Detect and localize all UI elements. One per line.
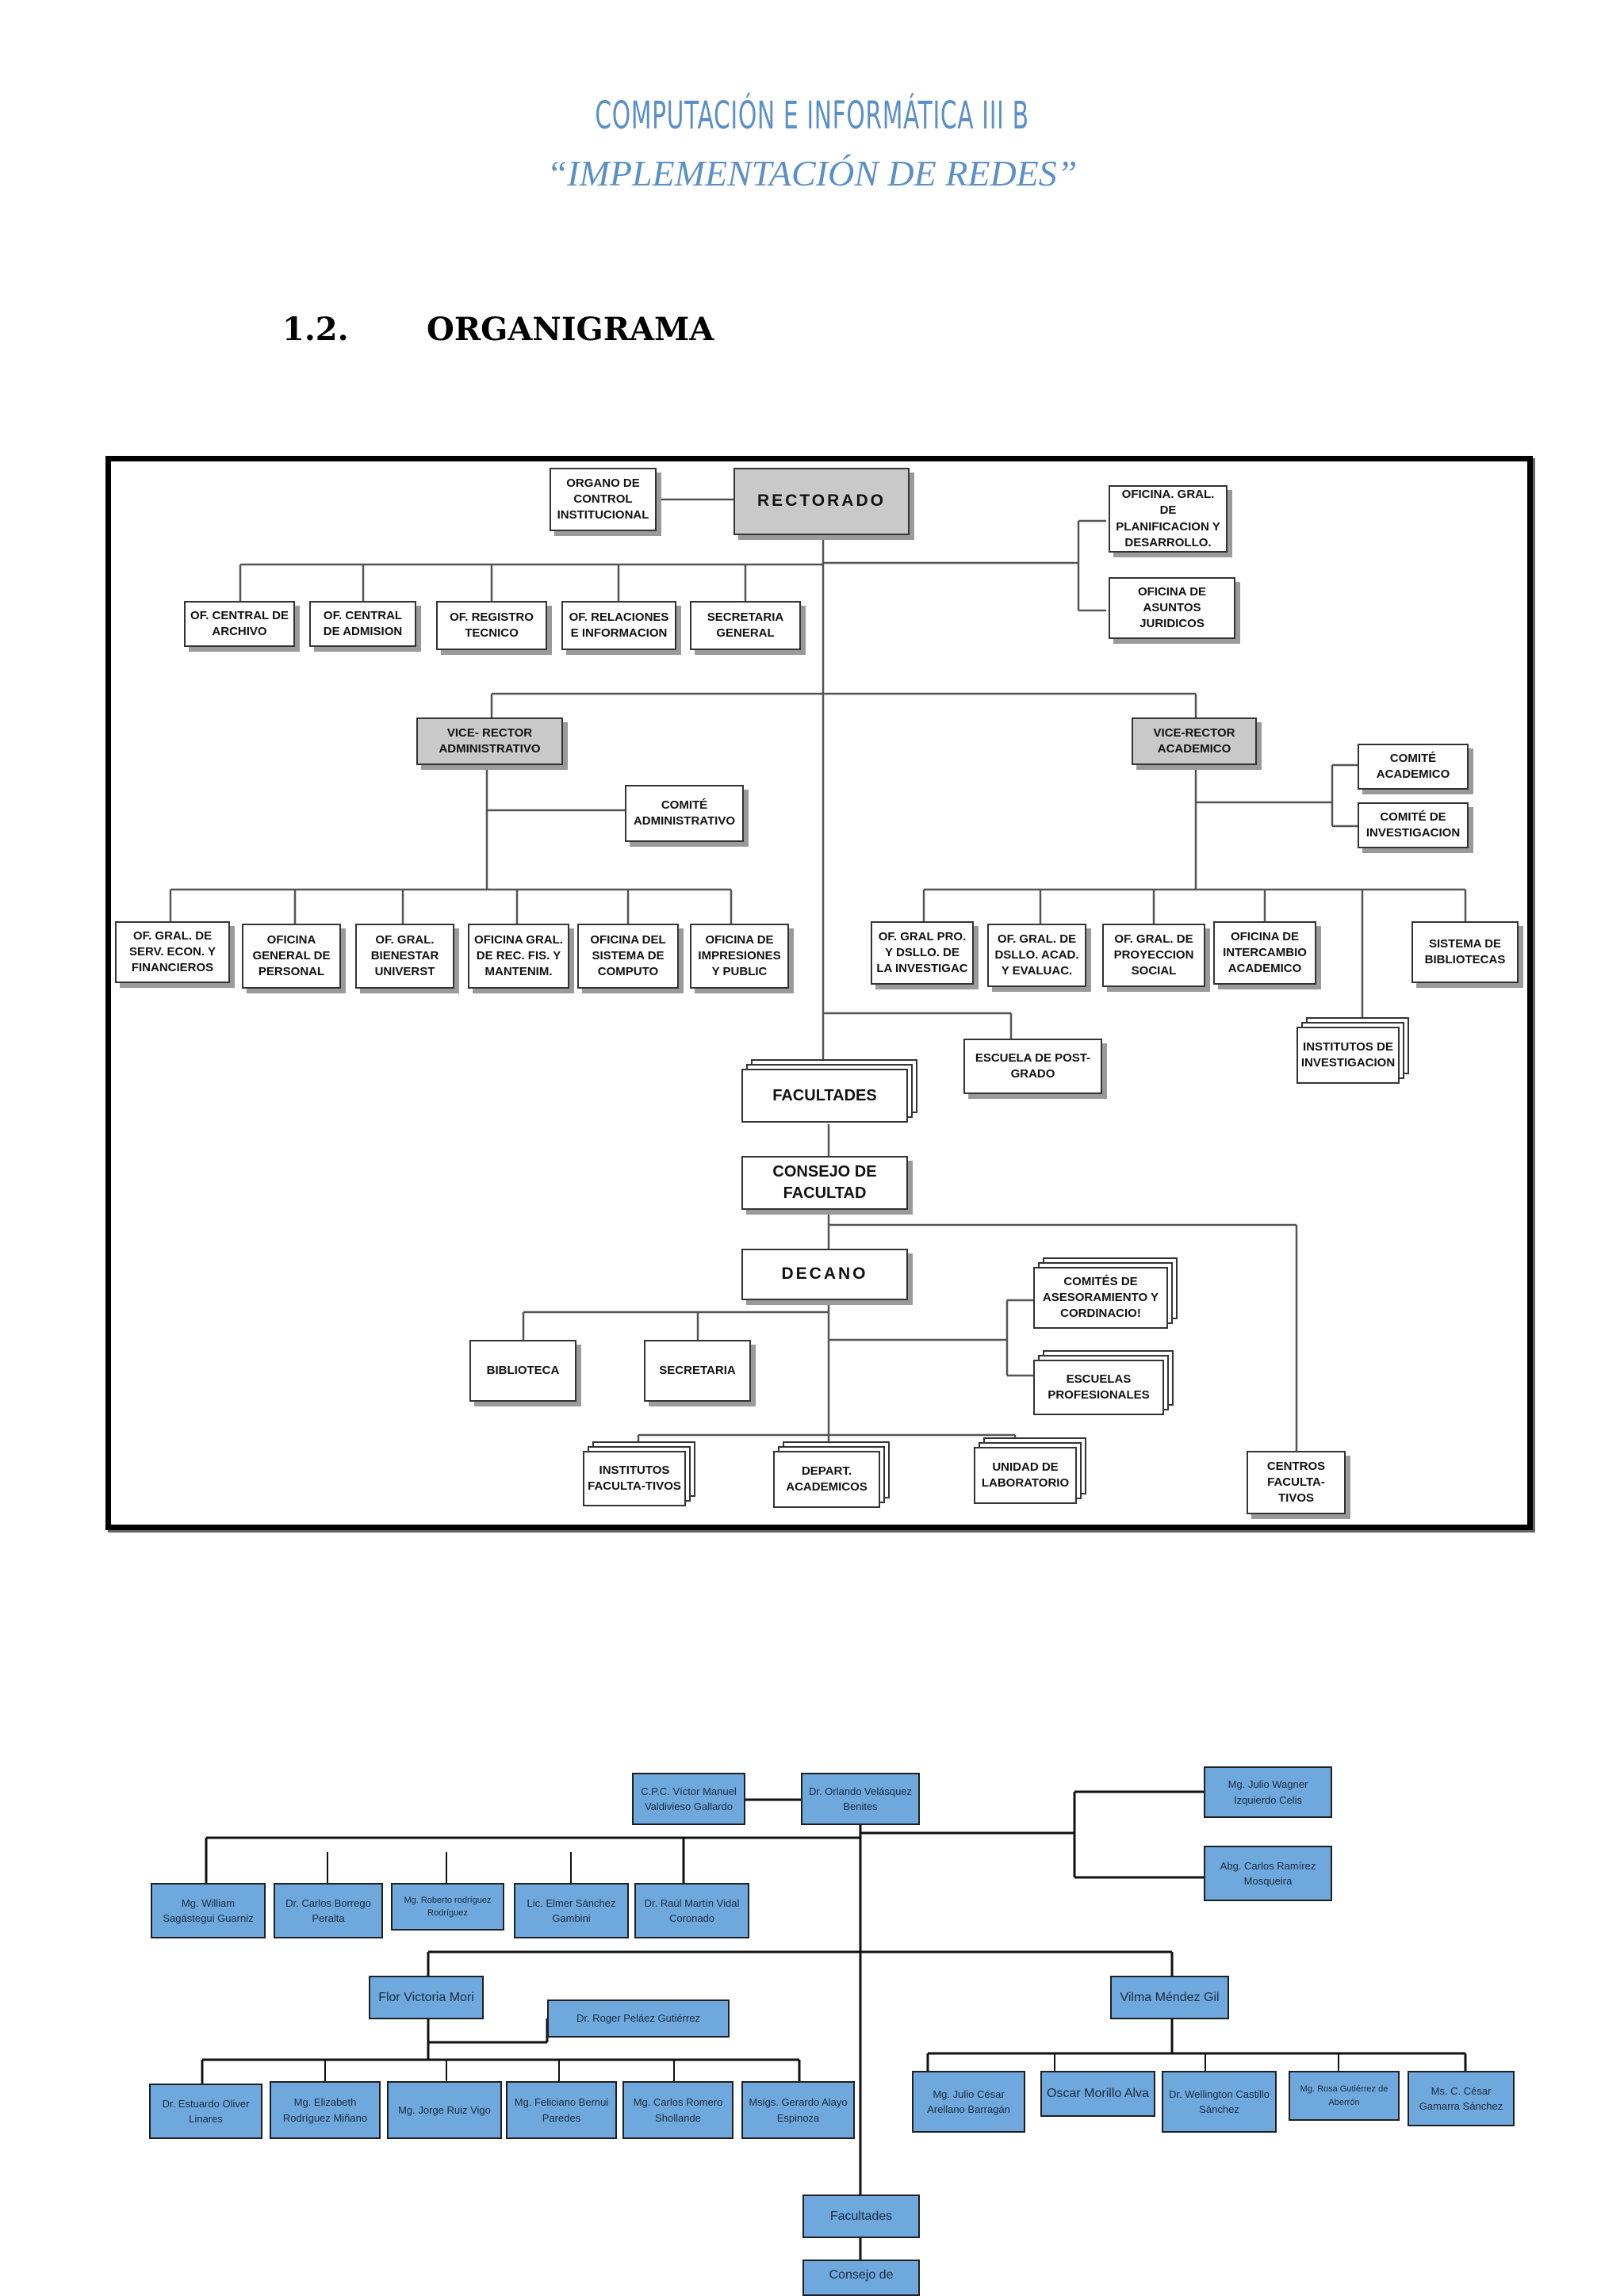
blue-ruiz: Mg. Jorge Ruiz Vigo [387,2081,502,2139]
box-depart: DEPART. ACADEMICOS [773,1451,880,1508]
box-consejo: CONSEJO DE FACULTAD [741,1156,908,1210]
box-asuntos-juridicos: OFICINA DE ASUNTOS JURIDICOS [1109,577,1235,639]
blue-sagastegui: Mg. William Sagástegui Guarniz [151,1883,266,1938]
box-registro: OF. REGISTRO TECNICO [436,601,547,650]
blue-gamarra: Ms. C. César Gamarra Sánchez [1408,2071,1515,2126]
box-proyeccion: OF. GRAL. DE PROYECCION SOCIAL [1102,924,1205,987]
blue-romero: Mg. Carlos Romero Shollande [622,2081,733,2139]
blue-velasquez: Dr. Orlando Velásquez Benites [801,1773,920,1825]
box-escuelas: ESCUELAS PROFESIONALES [1033,1360,1164,1415]
section-number: 1.2. [282,311,349,348]
blue-izquierdo: Mg. Julio Wagner Izquierdo Celis [1204,1766,1332,1818]
blue-gutierrez: Mg. Rosa Gutiérrez de Aberrón [1289,2071,1400,2121]
box-bienestar: OF. GRAL. BIENESTAR UNIVERST [355,924,454,989]
box-planificacion: OFICINA. GRAL. DE PLANIFICACION Y DESARR… [1109,485,1228,553]
box-admision: OF. CENTRAL DE ADMISION [309,601,416,647]
blue-oliver: Dr. Estuardo Oliver Linares [149,2084,262,2139]
blue-mifano: Mg. Elizabeth Rodríguez Miñano [270,2081,381,2139]
box-institutos-inv: INSTITUTOS DE INVESTIGACION [1297,1027,1400,1084]
blue-sanchez: Lic. Elmer Sánchez Gambini [514,1883,629,1938]
box-biblioteca: BIBLIOTECA [469,1340,576,1402]
blue-mendez: Vilma Méndez Gil [1110,1976,1229,2019]
box-laboratorio: UNIDAD DE LABORATORIO [974,1447,1077,1504]
org2-row-ticks [324,1852,1339,2085]
box-pro-investig: OF. GRAL PRO. Y DSLLO. DE LA INVESTIGAC [871,921,974,985]
box-archivo: OF. CENTRAL DE ARCHIVO [184,601,295,647]
box-comite-acad: COMITÉ ACADEMICO [1358,744,1469,790]
header-course-title: COMPUTACIÓN E INFORMÁTICA III B [595,94,1029,138]
box-comite-admin: COMITÉ ADMINISTRATIVO [625,785,744,842]
box-secretaria-general: SECRETARIA GENERAL [690,601,801,650]
blue-castillo: Dr. Wellington Castillo Sánchez [1162,2071,1277,2133]
box-comites-ases: COMITÉS DE ASESORAMIENTO Y CORDINACIO! [1033,1267,1168,1329]
box-vice-acad: VICE-RECTOR ACADEMICO [1132,718,1257,765]
box-relaciones: OF. RELACIONES E INFORMACION [561,601,676,650]
blue-mori: Flor Victoria Mori [369,1976,484,2019]
box-organo-control: ORGANO DE CONTROL INSTITUCIONAL [550,468,657,531]
box-vice-admin: VICE- RECTOR ADMINISTRATIVO [416,718,563,765]
blue-vidal: Dr. Raúl Martín Vidal Coronado [634,1883,749,1938]
box-intercambio: OFICINA DE INTERCAMBIO ACADEMICO [1213,921,1316,985]
box-secretaria: SECRETARIA [644,1340,751,1402]
box-decano: DECANO [741,1249,908,1300]
box-dsllo-acad: OF. GRAL. DE DSLLO. ACAD. Y EVALUAC. [987,924,1086,987]
box-rectorado: RECTORADO [733,468,910,535]
box-personal: OFICINA GENERAL DE PERSONAL [242,924,341,989]
blue-morillo: Oscar Morillo Alva [1040,2071,1155,2117]
box-centros: CENTROS FACULTA- TIVOS [1247,1451,1346,1514]
blue-facultades: Facultades [802,2195,920,2238]
blue-arellano: Mg. Julio César Arellano Barragán [912,2071,1025,2133]
box-facultades: FACULTADES [741,1069,908,1123]
blue-alayo: Msigs. Gerardo Alayo Espinoza [741,2081,855,2139]
box-serv-econ: OF. GRAL. DE SERV. ECON. Y FINANCIEROS [115,921,230,983]
box-impresiones: OFICINA DE IMPRESIONES Y PUBLIC [690,924,789,989]
blue-ramirez: Abg. Carlos Ramírez Mosqueira [1204,1846,1332,1901]
blue-bernui: Mg. Feliciano Bernui Paredes [506,2081,617,2139]
box-rec-fis: OFICINA GRAL. DE REC. FIS. Y MANTENIM. [468,924,569,989]
org-chart-frame [105,456,1533,1530]
box-computo: OFICINA DEL SISTEMA DE COMPUTO [577,924,679,989]
blue-pelaez: Dr. Roger Peláez Gutiérrez [547,1999,730,2038]
section-title: ORGANIGRAMA [427,311,714,348]
header-subtitle: “IMPLEMENTACIÓN DE REDES” [546,153,1078,193]
box-institutos-fac: INSTITUTOS FACULTA-TIVOS [583,1451,686,1506]
blue-valdivieso: C.P.C. Víctor Manuel Valdivieso Gallardo [632,1773,745,1825]
blue-borrego: Dr. Carlos Borrego Peralta [274,1883,383,1938]
blue-consejo: Consejo de [802,2260,920,2296]
box-bibliotecas: SISTEMA DE BIBLIOTECAS [1411,921,1519,983]
box-comite-inv: COMITÉ DE INVESTIGACION [1358,802,1469,848]
box-post-grado: ESCUELA DE POST-GRADO [963,1039,1102,1094]
blue-rodriguez: Mg. Roberto rodríguez Rodríguez [391,1883,504,1931]
